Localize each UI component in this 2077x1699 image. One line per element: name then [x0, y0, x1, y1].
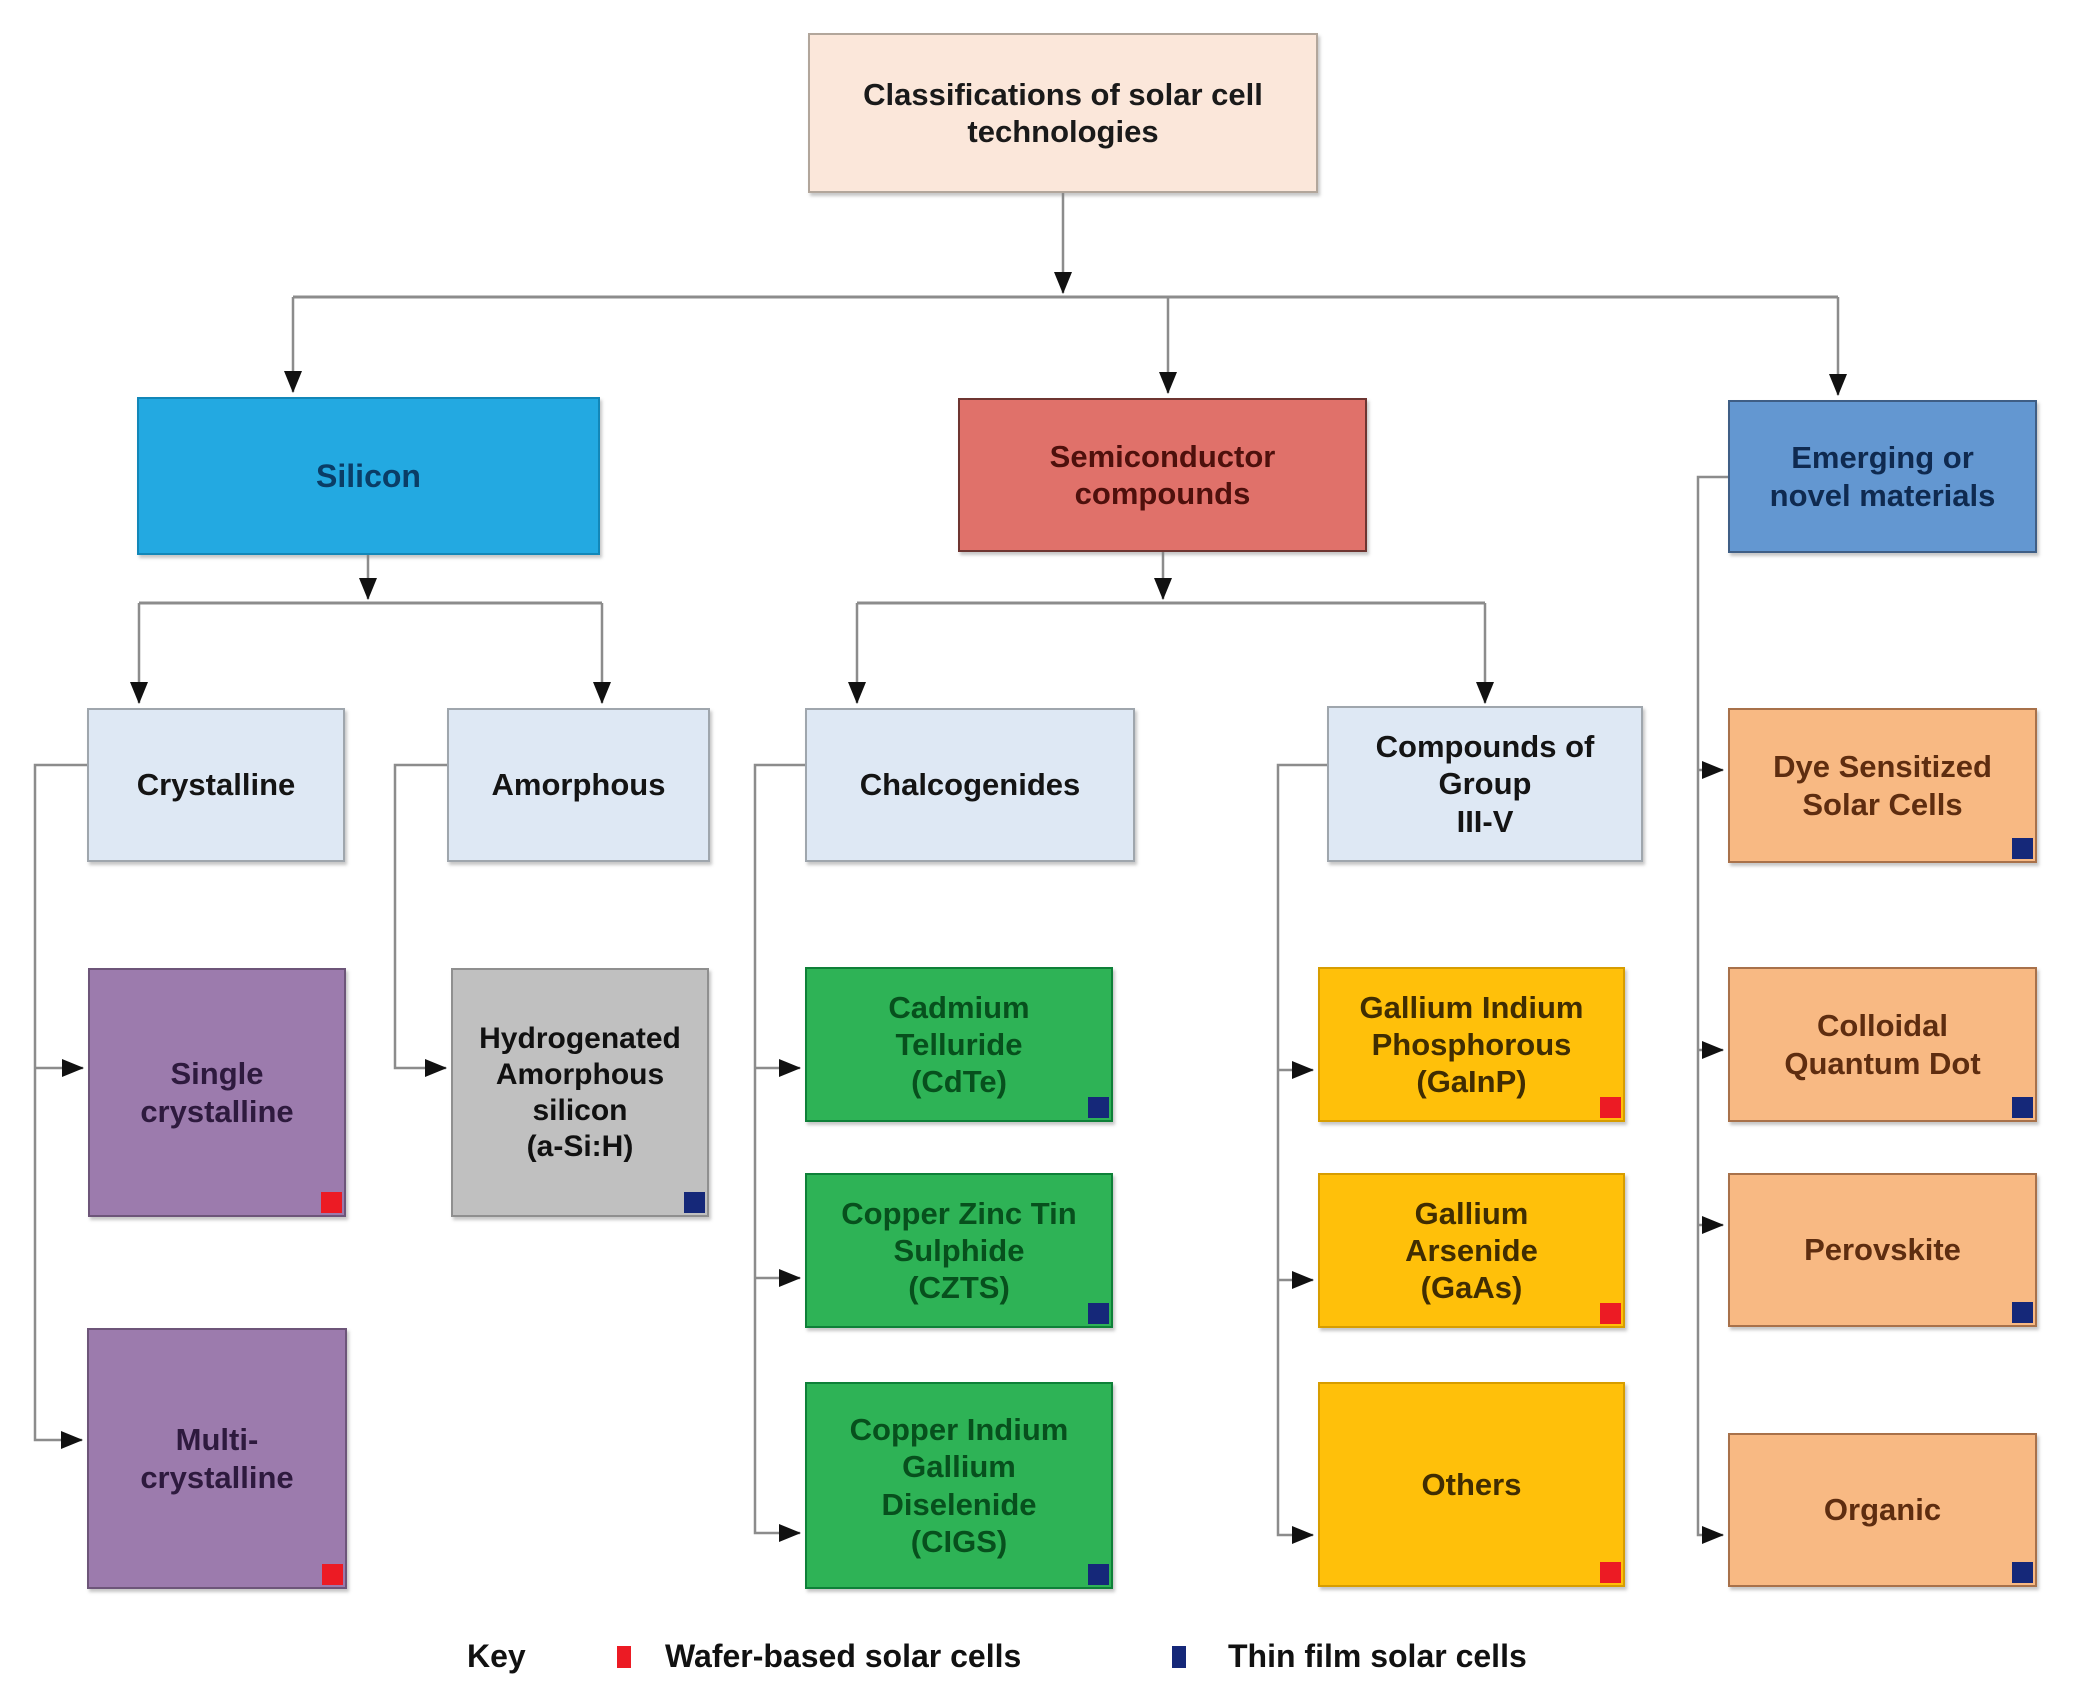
thin-film-legend-swatch [1172, 1646, 1186, 1668]
node-organic-label: Organic [1823, 1492, 1942, 1528]
node-organic: Organic [1728, 1433, 2037, 1587]
legend-title: Key [467, 1638, 526, 1674]
node-chalcogenides-label: Chalcogenides [859, 767, 1081, 803]
node-cigs-label: Copper Indium Gallium Diselenide (CIGS) [849, 1412, 1069, 1559]
thin-film-marker [2012, 838, 2033, 859]
wafer-marker [1600, 1562, 1621, 1583]
node-root-label: Classifications of solar cell technologi… [863, 76, 1263, 149]
node-perovskite-label: Perovskite [1804, 1232, 1961, 1268]
node-multi-crystalline-label: Multi- crystalline [140, 1422, 294, 1495]
node-crystalline-label: Crystalline [136, 767, 296, 803]
node-czts-label: Copper Zinc Tin Sulphide (CZTS) [841, 1195, 1077, 1306]
thin-film-marker [1088, 1564, 1109, 1585]
wafer-marker [322, 1564, 343, 1585]
node-single-crystalline-label: Single crystalline [140, 1056, 294, 1129]
thin-film-marker [2012, 1562, 2033, 1583]
node-copper-indium-gallium-diselenide: Copper Indium Gallium Diselenide (CIGS) [805, 1382, 1113, 1589]
node-amorphous-label: Amorphous [491, 767, 666, 803]
node-multi-crystalline: Multi- crystalline [87, 1328, 347, 1589]
node-semiconductor-compounds: Semiconductor compounds [958, 398, 1367, 552]
node-colloidal-quantum-dot: Colloidal Quantum Dot [1728, 967, 2037, 1122]
node-gaas-label: Gallium Arsenide (GaAs) [1405, 1195, 1538, 1306]
node-copper-zinc-tin-sulphide: Copper Zinc Tin Sulphide (CZTS) [805, 1173, 1113, 1328]
wafer-legend-swatch [617, 1646, 631, 1668]
node-single-crystalline: Single crystalline [88, 968, 346, 1217]
node-silicon: Silicon [137, 397, 600, 555]
node-crystalline: Crystalline [87, 708, 345, 862]
node-gainp-label: Gallium Indium Phosphorous (GaInP) [1359, 989, 1584, 1100]
legend-thin-film-label: Thin film solar cells [1228, 1638, 1527, 1674]
wafer-marker [1600, 1303, 1621, 1324]
node-cdte-label: Cadmium Telluride (CdTe) [888, 989, 1030, 1100]
thin-film-marker [1088, 1303, 1109, 1324]
node-chalcogenides: Chalcogenides [805, 708, 1135, 862]
thin-film-marker [2012, 1097, 2033, 1118]
node-gallium-indium-phosphorous: Gallium Indium Phosphorous (GaInP) [1318, 967, 1625, 1122]
node-root: Classifications of solar cell technologi… [808, 33, 1318, 193]
node-others-label: Others [1421, 1466, 1522, 1502]
node-dye-sensitized-solar-cells: Dye Sensitized Solar Cells [1728, 708, 2037, 863]
node-emerging-materials: Emerging or novel materials [1728, 400, 2037, 553]
node-others: Others [1318, 1382, 1625, 1587]
wafer-marker [1600, 1097, 1621, 1118]
node-hydrogenated-label: Hydrogenated Amorphous silicon (a-Si:H) [479, 1021, 681, 1163]
node-colloidal-label: Colloidal Quantum Dot [1784, 1008, 1981, 1081]
thin-film-marker [684, 1192, 705, 1213]
node-perovskite: Perovskite [1728, 1173, 2037, 1327]
node-cadmium-telluride: Cadmium Telluride (CdTe) [805, 967, 1113, 1122]
node-compounds-group-iii-v: Compounds of Group III-V [1327, 706, 1643, 862]
thin-film-marker [2012, 1302, 2033, 1323]
thin-film-marker [1088, 1097, 1109, 1118]
node-compounds-label: Compounds of Group III-V [1375, 729, 1595, 839]
legend-wafer-label: Wafer-based solar cells [665, 1638, 1022, 1674]
node-amorphous: Amorphous [447, 708, 710, 862]
node-hydrogenated-amorphous-silicon: Hydrogenated Amorphous silicon (a-Si:H) [451, 968, 709, 1217]
node-silicon-label: Silicon [316, 457, 421, 494]
wafer-marker [321, 1192, 342, 1213]
node-dye-label: Dye Sensitized Solar Cells [1773, 749, 1992, 822]
node-semiconductor-label: Semiconductor compounds [1049, 438, 1276, 511]
node-emerging-label: Emerging or novel materials [1769, 440, 1996, 513]
node-gallium-arsenide: Gallium Arsenide (GaAs) [1318, 1173, 1625, 1328]
